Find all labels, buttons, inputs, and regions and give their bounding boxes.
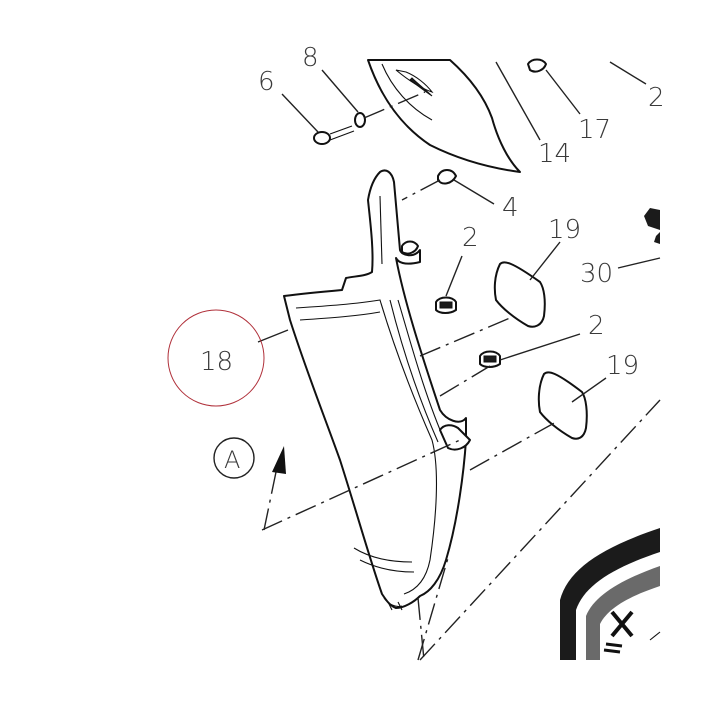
screw-6 [313, 125, 355, 145]
direction-arrow-a [272, 446, 286, 474]
highlight-circle-18 [167, 309, 265, 407]
callout-14: 14 [538, 139, 571, 169]
part-14-bracket [367, 59, 521, 173]
clip-2-upper [435, 296, 457, 314]
axis-line-clip-4 [401, 179, 441, 201]
callout-4: 4 [502, 193, 519, 223]
axis-line-pad-19b [469, 421, 557, 471]
leader-17 [545, 69, 581, 115]
leader-18 [257, 329, 289, 343]
leader-4 [453, 179, 495, 205]
callout-2-lower: 2 [588, 311, 605, 341]
leader-top-right [609, 61, 647, 85]
axis-line-diagonal [419, 399, 661, 661]
leader-2-lower [499, 333, 581, 361]
leader-2-upper [445, 255, 463, 297]
axis-line-clip-2b [439, 365, 491, 397]
pad-19-lower [537, 371, 588, 440]
leader-30 [617, 257, 661, 269]
callout-19-upper: 19 [548, 215, 581, 245]
callout-2-top-right: 2 [648, 83, 665, 113]
axis-line-a-vertical [263, 471, 277, 531]
callout-6: 6 [258, 67, 275, 97]
pad-19-upper [493, 261, 546, 328]
leader-19-lower [571, 377, 607, 403]
leader-19-upper [529, 241, 561, 281]
callout-2-upper: 2 [462, 223, 479, 253]
panel-18 [283, 169, 471, 611]
leader-6 [281, 93, 319, 133]
callout-30: 30 [580, 259, 613, 289]
callout-18: 18 [200, 347, 233, 377]
view-a-circle [213, 437, 255, 479]
callout-8: 8 [302, 43, 319, 73]
washer-8 [354, 112, 366, 128]
axis-line-screw [363, 91, 426, 119]
badge-part [560, 528, 661, 660]
view-label-a: A [224, 446, 240, 474]
callout-19-lower: 19 [606, 351, 639, 381]
axis-line-pad-19a [419, 317, 511, 357]
clip-2-lower [479, 350, 501, 368]
leader-14 [495, 61, 541, 141]
callout-17: 17 [578, 115, 611, 145]
clip-17 [527, 58, 547, 73]
axis-line-bottom-vertical [417, 597, 425, 661]
clip-4 [437, 169, 457, 185]
leader-8 [321, 69, 359, 113]
part-30-fragment [644, 208, 660, 244]
